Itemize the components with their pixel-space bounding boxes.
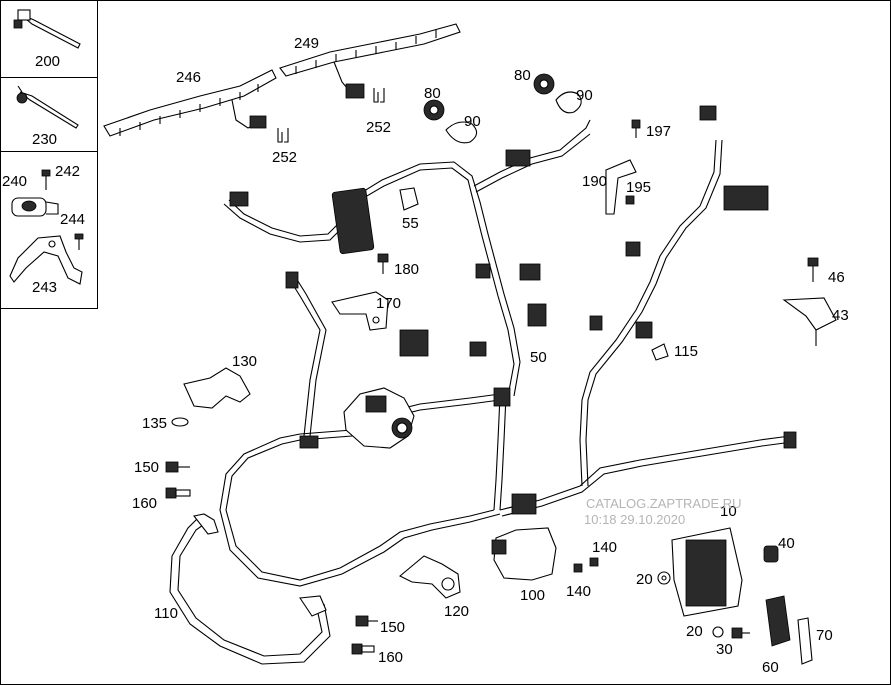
label-70: 70 bbox=[816, 627, 833, 644]
label-140-a: 140 bbox=[592, 539, 617, 556]
part-100-control-module bbox=[491, 527, 557, 581]
part-244-bolt bbox=[74, 233, 84, 250]
part-30-bolt bbox=[731, 627, 750, 639]
label-150-a: 150 bbox=[134, 459, 159, 476]
part-110-ground-strap bbox=[169, 513, 331, 665]
label-243: 243 bbox=[32, 279, 57, 296]
label-20-b: 20 bbox=[686, 623, 703, 640]
watermark-line1: CATALOG.ZAPTRADE.RU bbox=[586, 496, 742, 511]
side-labels: 200 230 240 242 244 243 bbox=[2, 53, 85, 296]
part-240-mount bbox=[11, 197, 59, 217]
label-55: 55 bbox=[402, 215, 419, 232]
part-80-sensor-right bbox=[533, 73, 555, 95]
label-190: 190 bbox=[582, 173, 607, 190]
part-20-washer-upper bbox=[657, 571, 671, 585]
part-20-washer-lower bbox=[712, 626, 724, 638]
part-90-cap-right bbox=[555, 91, 582, 114]
part-43-bracket bbox=[782, 297, 837, 346]
callout-labels: 246 249 252 252 80 90 80 90 197 190 195 … bbox=[132, 35, 849, 676]
part-230-cable-tie bbox=[16, 85, 79, 129]
label-50: 50 bbox=[530, 349, 547, 366]
part-195-bolt bbox=[625, 195, 635, 205]
label-150-b: 150 bbox=[380, 619, 405, 636]
label-90-b: 90 bbox=[576, 87, 593, 104]
component-throttle-unit bbox=[343, 387, 415, 449]
part-10-ecu bbox=[671, 527, 743, 617]
label-10: 10 bbox=[720, 503, 737, 520]
part-40-cap bbox=[763, 545, 779, 563]
label-135: 135 bbox=[142, 415, 167, 432]
label-20-a: 20 bbox=[636, 571, 653, 588]
label-115: 115 bbox=[674, 343, 698, 360]
part-130-bracket bbox=[183, 367, 251, 409]
label-80-a: 80 bbox=[424, 85, 441, 102]
part-140-bolts bbox=[573, 557, 599, 573]
part-242-bolt bbox=[41, 169, 51, 190]
label-180: 180 bbox=[394, 261, 419, 278]
label-100: 100 bbox=[520, 587, 545, 604]
label-80-b: 80 bbox=[514, 67, 531, 84]
side-cell-200 bbox=[0, 0, 97, 78]
label-244: 244 bbox=[60, 211, 85, 228]
label-43: 43 bbox=[832, 307, 849, 324]
label-140-b: 140 bbox=[566, 583, 591, 600]
label-249: 249 bbox=[294, 35, 319, 52]
label-120: 120 bbox=[444, 603, 469, 620]
watermark-line2: 10:18 29.10.2020 bbox=[584, 512, 685, 527]
part-252-clip bbox=[277, 88, 385, 143]
part-200-cable-tie bbox=[13, 9, 81, 49]
part-160-bolt-bottom bbox=[351, 643, 375, 655]
part-90-cap-left bbox=[445, 121, 478, 144]
label-110: 110 bbox=[154, 605, 178, 622]
part-80-sensor-left bbox=[423, 99, 445, 121]
part-50-main-harness bbox=[219, 105, 797, 587]
label-130: 130 bbox=[232, 353, 257, 370]
label-230: 230 bbox=[32, 131, 57, 148]
label-246: 246 bbox=[176, 69, 201, 86]
label-40: 40 bbox=[778, 535, 795, 552]
label-60: 60 bbox=[762, 659, 779, 676]
part-46-bolt bbox=[807, 257, 819, 282]
part-135-washer bbox=[171, 417, 189, 427]
label-160-b: 160 bbox=[378, 649, 403, 666]
label-252-a: 252 bbox=[366, 119, 391, 136]
part-160-bolt-left bbox=[165, 487, 191, 499]
label-252-b: 252 bbox=[272, 149, 297, 166]
part-55-grommet bbox=[399, 187, 419, 211]
label-46: 46 bbox=[828, 269, 845, 286]
part-190-bracket bbox=[605, 159, 637, 215]
part-115-clip bbox=[651, 343, 669, 361]
label-200: 200 bbox=[35, 53, 60, 70]
part-246-injector-harness bbox=[103, 69, 277, 137]
part-170-bracket bbox=[331, 291, 389, 331]
part-249-injector-harness bbox=[279, 23, 461, 99]
part-197-bolt bbox=[631, 119, 641, 138]
label-195: 195 bbox=[626, 179, 651, 196]
label-90-a: 90 bbox=[464, 113, 481, 130]
part-243-bracket bbox=[9, 235, 83, 285]
side-panel bbox=[0, 0, 98, 309]
label-170: 170 bbox=[376, 295, 401, 312]
label-30: 30 bbox=[716, 641, 733, 658]
label-242: 242 bbox=[55, 163, 80, 180]
side-cell-230 bbox=[0, 78, 97, 152]
part-120-bracket bbox=[399, 555, 461, 599]
label-197: 197 bbox=[646, 123, 671, 140]
part-60-connector bbox=[765, 595, 791, 647]
part-70-boot bbox=[797, 617, 813, 665]
part-150-bolt-left bbox=[165, 461, 190, 473]
part-150-bolt-bottom bbox=[355, 615, 378, 627]
part-180-bolt bbox=[377, 253, 389, 274]
label-160-a: 160 bbox=[132, 495, 157, 512]
label-240: 240 bbox=[2, 173, 27, 190]
watermark: CATALOG.ZAPTRADE.RU 10:18 29.10.2020 bbox=[584, 496, 742, 527]
